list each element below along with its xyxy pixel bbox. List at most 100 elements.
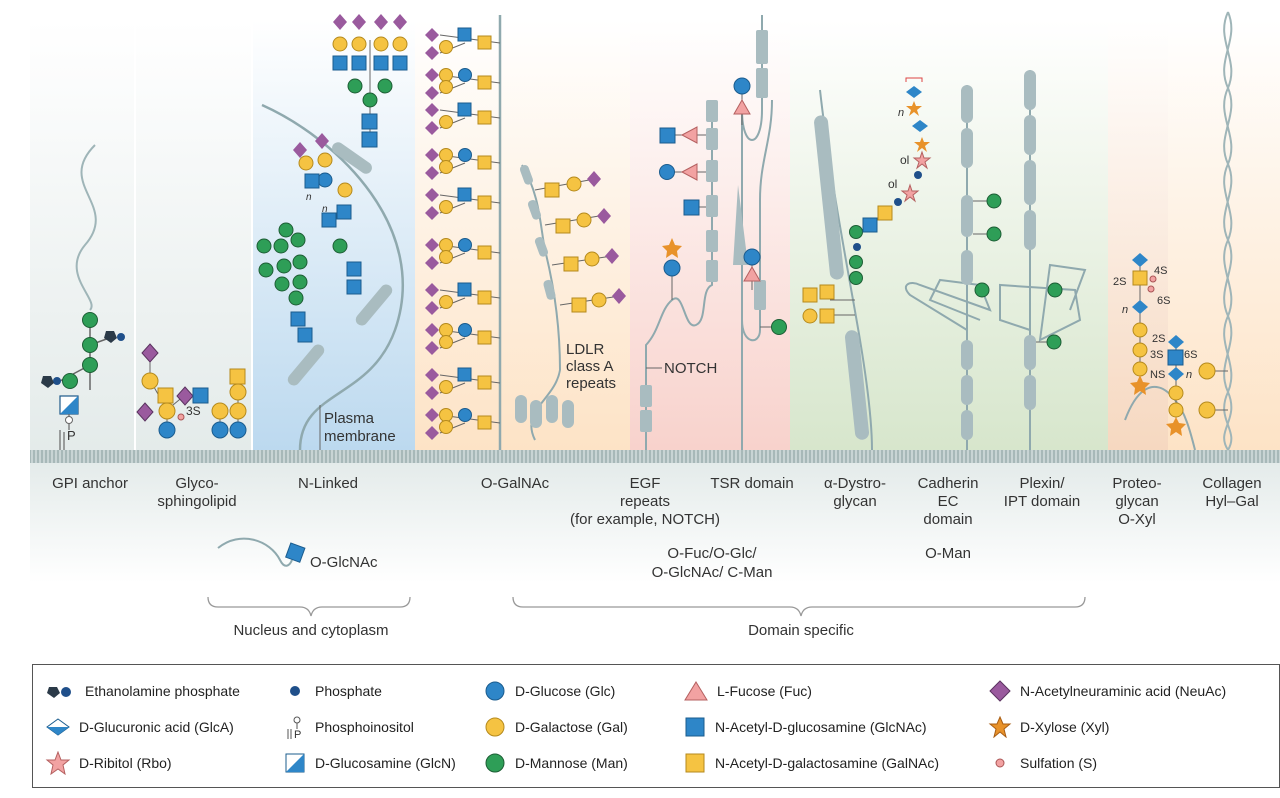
label-glycosphingolipid-1: Glyco- — [175, 475, 218, 492]
svg-text:class A: class A — [566, 358, 614, 375]
o-galnac-chain — [425, 102, 501, 135]
ldlr-repeats: LDLR class A repeats — [515, 164, 626, 441]
legend-item-ethanolamine-phosphate: Ethanolamine phosphate — [45, 679, 240, 703]
fucose-triangle-icon — [684, 681, 708, 701]
o-galnac-chain — [425, 148, 501, 180]
legend-item-ribitol: D-Ribitol (Rbo) — [45, 751, 172, 775]
label-egf-2: repeats — [620, 493, 670, 510]
ethanolamine-phosphate-icon — [47, 687, 71, 698]
o-glcnac-cytoplasm: O-GlcNAc O-Fuc/O-Glc/ O-GlcNAc/ C-Man O-… — [217, 537, 971, 581]
label-plexin-2: IPT domain — [1004, 493, 1080, 510]
svg-text:n: n — [1186, 369, 1192, 381]
svg-text:6S: 6S — [1157, 295, 1170, 307]
label-plexin-1: Plexin/ — [1019, 475, 1065, 492]
o-galnac-chain — [425, 323, 501, 355]
o-galnac-chain — [425, 187, 501, 220]
svg-text:membrane: membrane — [324, 428, 396, 445]
legend-item-glcnac: N-Acetyl-D-glucosamine (GlcNAc) — [683, 715, 927, 739]
label-glycosphingolipid-2: sphingolipid — [157, 493, 236, 510]
svg-text:LDLR: LDLR — [566, 341, 605, 358]
svg-text:repeats: repeats — [566, 375, 616, 392]
svg-text:NS: NS — [1150, 369, 1165, 381]
legend-item-glucosamine: D-Glucosamine (GlcN) — [283, 751, 456, 775]
group-domain-label: Domain specific — [748, 622, 854, 639]
label-gpi-anchor: GPI anchor — [52, 475, 128, 492]
svg-text:Plasma: Plasma — [324, 410, 375, 427]
svg-text:NOTCH: NOTCH — [664, 360, 717, 377]
label-cadherin-3: domain — [923, 511, 972, 528]
o-galnac-chain — [425, 27, 501, 60]
label-cadherin-2: EC — [938, 493, 959, 510]
svg-text:ol: ol — [900, 153, 909, 167]
o-galnac-chain — [425, 238, 501, 270]
svg-text:ol: ol — [888, 177, 897, 191]
label-proteoglycan-2: glycan — [1115, 493, 1158, 510]
label-proteoglycan-1: Proteo- — [1112, 475, 1161, 492]
gpi-anchor: P — [41, 144, 125, 450]
alpha-dystroglycan: ol ol n — [802, 77, 932, 451]
legend-item-glucose: D-Glucose (Glc) — [483, 679, 615, 703]
legend-item-fucose: L-Fucose (Fuc) — [683, 679, 812, 703]
svg-text:2S: 2S — [1113, 276, 1126, 288]
svg-text:2S: 2S — [1152, 333, 1165, 345]
o-man-label: O-Man — [925, 545, 971, 562]
sulfation-icon — [995, 758, 1005, 768]
label-n-linked: N-Linked — [298, 475, 358, 492]
group-braces: Nucleus and cytoplasm Domain specific — [207, 596, 1086, 639]
label-collagen-2: Hyl–Gal — [1205, 493, 1258, 510]
legend-item-neuac: N-Acetylneuraminic acid (NeuAc) — [988, 679, 1226, 703]
legend-item-sulfation: Sulfation (S) — [988, 751, 1097, 775]
svg-text:n: n — [898, 107, 904, 119]
proteoglycan: 2S 4S 6S n 2S 3S 6S NS n — [1113, 253, 1197, 451]
galactose-circle-icon — [485, 717, 505, 737]
glucose-circle-icon — [485, 681, 505, 701]
label-dystroglycan-2: glycan — [833, 493, 876, 510]
glucosamine-square-icon — [285, 753, 305, 773]
xylose-star-icon — [988, 716, 1012, 738]
galnac-square-icon — [685, 753, 705, 773]
egf-notch: NOTCH — [640, 100, 718, 450]
ribitol-star-icon — [45, 751, 71, 775]
legend-item-galnac: N-Acetyl-D-galactosamine (GalNAc) — [683, 751, 939, 775]
svg-text:3S: 3S — [1150, 349, 1163, 361]
column-labels: GPI anchor Glyco- sphingolipid N-Linked … — [52, 475, 1262, 528]
group-nucleus-label: Nucleus and cytoplasm — [233, 622, 388, 639]
tsr-domain — [733, 15, 787, 450]
label-egf-3: (for example, NOTCH) — [570, 511, 720, 528]
plasma-membrane-bar — [30, 450, 1280, 463]
glcnac-square-icon — [685, 717, 705, 737]
label-egf-1: EGF — [630, 475, 661, 492]
neuac-diamond-icon — [989, 680, 1011, 702]
legend-item-phosphoinositol: P Phosphoinositol — [283, 715, 414, 739]
legend-item-galactose: D-Galactose (Gal) — [483, 715, 628, 739]
label-proteoglycan-3: O-Xyl — [1118, 511, 1156, 528]
label-tsr: TSR domain — [710, 475, 793, 492]
o-fuc-label-1: O-Fuc/O-Glc/ — [667, 545, 757, 562]
label-collagen-1: Collagen — [1202, 475, 1261, 492]
o-galnac-chain — [425, 408, 501, 440]
glycosphingolipid: 3S — [136, 343, 247, 439]
o-glcnac-label: O-GlcNAc — [310, 554, 378, 571]
cadherin-ec-domain — [904, 85, 1002, 450]
o-galnac-chain — [425, 68, 501, 100]
legend-item-xylose: D-Xylose (Xyl) — [988, 715, 1109, 739]
n-linked: n n Plasma membrane — [256, 14, 408, 451]
glycan-diagram: P 3S — [30, 11, 1280, 639]
o-galnac-chains — [425, 15, 502, 450]
o-fuc-label-2: O-GlcNAc/ C-Man — [652, 564, 773, 581]
svg-text:4S: 4S — [1154, 265, 1167, 277]
svg-text:n: n — [322, 204, 328, 215]
svg-text:P: P — [67, 428, 76, 443]
phosphate-icon — [290, 686, 300, 696]
glca-diamond-icon — [46, 718, 70, 736]
o-galnac-chain — [425, 367, 501, 400]
label-o-galnac: O-GalNAc — [481, 475, 550, 492]
o-galnac-chain — [425, 282, 501, 315]
legend-item-phosphate: Phosphate — [283, 679, 382, 703]
mannose-circle-icon — [485, 753, 505, 773]
legend: Ethanolamine phosphate Phosphate D-Gluco… — [32, 664, 1280, 788]
collagen-helix — [1198, 11, 1233, 451]
svg-text:n: n — [306, 192, 312, 203]
svg-text:6S: 6S — [1184, 349, 1197, 361]
svg-text:n: n — [1122, 304, 1128, 316]
